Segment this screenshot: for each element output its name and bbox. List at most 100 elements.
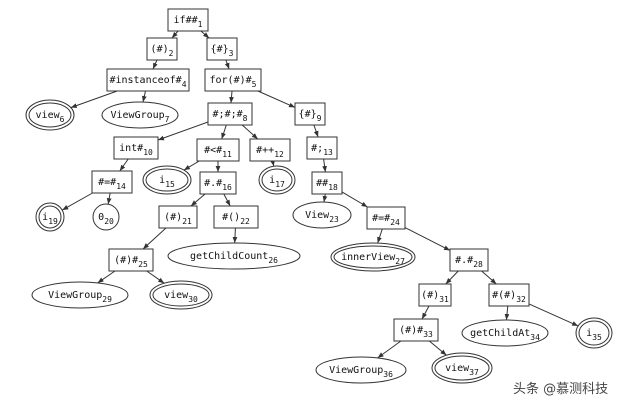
- edges-layer: [61, 30, 579, 359]
- node-label-subscript: 2: [169, 49, 174, 58]
- node-label: if##1: [174, 15, 203, 29]
- node-2: (#)2: [146, 37, 178, 61]
- node-label-subscript: 22: [240, 217, 250, 226]
- node-label-subscript: 10: [143, 148, 153, 157]
- edge-32-35: [528, 303, 579, 327]
- node-label-subscript: 27: [395, 257, 405, 266]
- edge-8-11: [221, 124, 227, 140]
- node-box: [167, 8, 209, 32]
- node-5: for(#)#5: [204, 68, 262, 92]
- node-label: for(#)#5: [210, 75, 257, 89]
- node-box: [488, 283, 530, 307]
- node-label-text: getChildCount: [190, 251, 268, 262]
- node-31: (#)31: [418, 283, 452, 307]
- edge-25-29: [97, 270, 116, 284]
- edge-10-14: [119, 158, 129, 172]
- node-ellipse-inner: [28, 102, 72, 128]
- node-label-subscript: 3: [229, 49, 234, 58]
- node-ellipse-inner: [261, 168, 293, 192]
- node-label: ViewGroup36: [329, 365, 393, 379]
- node-label: view37: [445, 363, 479, 377]
- node-18: ##18: [311, 171, 343, 195]
- node-label: ViewGroup7: [110, 110, 169, 124]
- node-box: [91, 170, 133, 194]
- node-29: ViewGroup29: [31, 281, 129, 309]
- node-label-text: {#}: [211, 44, 229, 55]
- edge-31-33: [421, 305, 430, 320]
- node-3: {#}3: [206, 37, 238, 61]
- node-ellipse-outer: [25, 99, 75, 131]
- node-label-text: (#)#: [399, 325, 423, 336]
- edge-28-32: [481, 270, 497, 285]
- node-28: #.#28: [449, 248, 489, 272]
- edge-16-22: [223, 193, 231, 207]
- node-ellipse-outer: [35, 202, 65, 232]
- node-label-subscript: 6: [60, 115, 65, 124]
- node-label-subscript: 4: [182, 80, 187, 89]
- node-label-text: (#): [164, 212, 182, 223]
- node-label: getChildAt34: [470, 328, 540, 342]
- node-20: 020: [92, 203, 120, 231]
- node-box: [199, 171, 237, 195]
- node-6: view6: [25, 99, 75, 131]
- edge-2-4: [152, 59, 158, 70]
- edge-28-31: [445, 270, 459, 285]
- node-30: view30: [149, 280, 213, 310]
- node-label: i17: [269, 175, 285, 189]
- node-label-text: #;: [311, 143, 323, 154]
- node-box: [106, 68, 190, 92]
- node-box: [196, 138, 240, 162]
- edge-18-23: [322, 193, 328, 203]
- node-ellipse: [31, 281, 129, 309]
- node-label-text: innerView: [341, 252, 396, 263]
- node-box: [294, 102, 326, 126]
- node-label-text: #=#: [372, 213, 390, 224]
- node-25: (#)#25: [108, 248, 154, 272]
- node-label-subscript: 14: [116, 182, 126, 191]
- node-box: [213, 205, 259, 229]
- node-34: getChildAt34: [461, 319, 549, 347]
- node-label: 020: [98, 212, 114, 226]
- node-label-subscript: 15: [165, 180, 175, 189]
- node-12: #++12: [249, 138, 291, 162]
- node-ellipse-inner: [578, 320, 610, 346]
- node-label: {#}3: [211, 44, 234, 58]
- node-24: #=#24: [366, 206, 406, 230]
- node-label-subscript: 25: [138, 260, 148, 269]
- node-label-text: if##: [174, 15, 198, 26]
- edge-5-9: [257, 90, 296, 108]
- node-box: [207, 102, 253, 126]
- edge-16-21: [190, 193, 206, 207]
- node-box: [146, 37, 178, 61]
- node-37: view37: [431, 352, 493, 384]
- node-label-subscript: 12: [274, 150, 284, 159]
- node-label: #=#14: [98, 177, 126, 191]
- node-label: getChildCount26: [190, 251, 278, 265]
- edge-14-20: [106, 192, 112, 205]
- node-label-text: (#)#: [114, 255, 138, 266]
- node-label: #++12: [256, 145, 284, 159]
- node-label: (#)31: [421, 290, 449, 304]
- node-label-text: (#): [421, 290, 439, 301]
- node-label-text: #(#): [492, 290, 516, 301]
- node-box: [204, 68, 262, 92]
- node-label-text: #.#: [455, 255, 473, 266]
- node-box: [113, 136, 159, 160]
- node-label-text: for(#)#: [210, 75, 252, 86]
- edge-33-36: [377, 340, 402, 359]
- node-box: [311, 171, 343, 195]
- node-label-subscript: 9: [317, 114, 322, 123]
- node-label: #(#)32: [492, 290, 526, 304]
- node-11: #<#11: [196, 138, 240, 162]
- node-label: view30: [164, 290, 198, 304]
- node-21: (#)21: [158, 205, 198, 229]
- node-label-text: ##: [316, 178, 328, 189]
- edge-5-8: [229, 90, 234, 104]
- node-label-text: i: [269, 175, 275, 186]
- node-label-subscript: 17: [275, 180, 285, 189]
- node-ellipse-outer: [575, 317, 613, 349]
- node-label: view6: [36, 110, 65, 124]
- node-ellipse-inner: [145, 168, 189, 192]
- node-ellipse-inner: [152, 283, 210, 307]
